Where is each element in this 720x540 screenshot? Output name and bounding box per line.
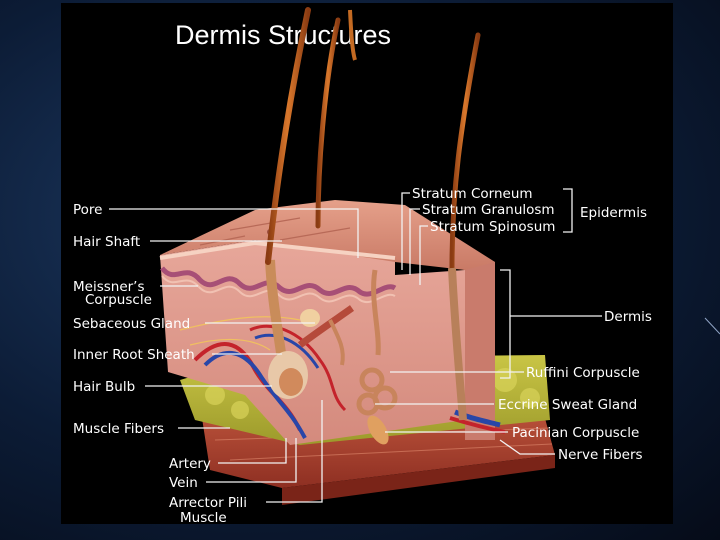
label-muscle-fibers: Muscle Fibers [73, 421, 164, 437]
label-ruffini-corpuscle: Ruffini Corpuscle [526, 365, 640, 381]
label-sebaceous-gland: Sebaceous Gland [73, 316, 190, 332]
label-pacinian-corpuscle: Pacinian Corpuscle [512, 425, 639, 441]
label-nerve-fibers: Nerve Fibers [558, 447, 643, 463]
label-eccrine-sweat-gland: Eccrine Sweat Gland [498, 397, 637, 413]
decorative-line [705, 318, 720, 334]
label-stratum-corneum: Stratum Corneum [412, 186, 533, 202]
label-stratum-spinosum: Stratum Spinosum [430, 219, 555, 235]
label-stratum-granulosum: Stratum Granulosm [422, 202, 555, 218]
label-inner-root-sheath: Inner Root Sheath [73, 347, 195, 363]
label-meissners-corpuscle-line2: Corpuscle [85, 292, 152, 308]
label-vein: Vein [169, 475, 198, 491]
label-hair-shaft: Hair Shaft [73, 234, 140, 250]
label-artery: Artery [169, 456, 211, 472]
label-epidermis: Epidermis [580, 205, 647, 221]
label-arrector-pili-line1: Arrector Pili [169, 495, 247, 511]
label-dermis: Dermis [604, 309, 652, 325]
label-arrector-pili-line2: Muscle [180, 510, 227, 526]
label-pore: Pore [73, 202, 102, 218]
label-hair-bulb: Hair Bulb [73, 379, 135, 395]
